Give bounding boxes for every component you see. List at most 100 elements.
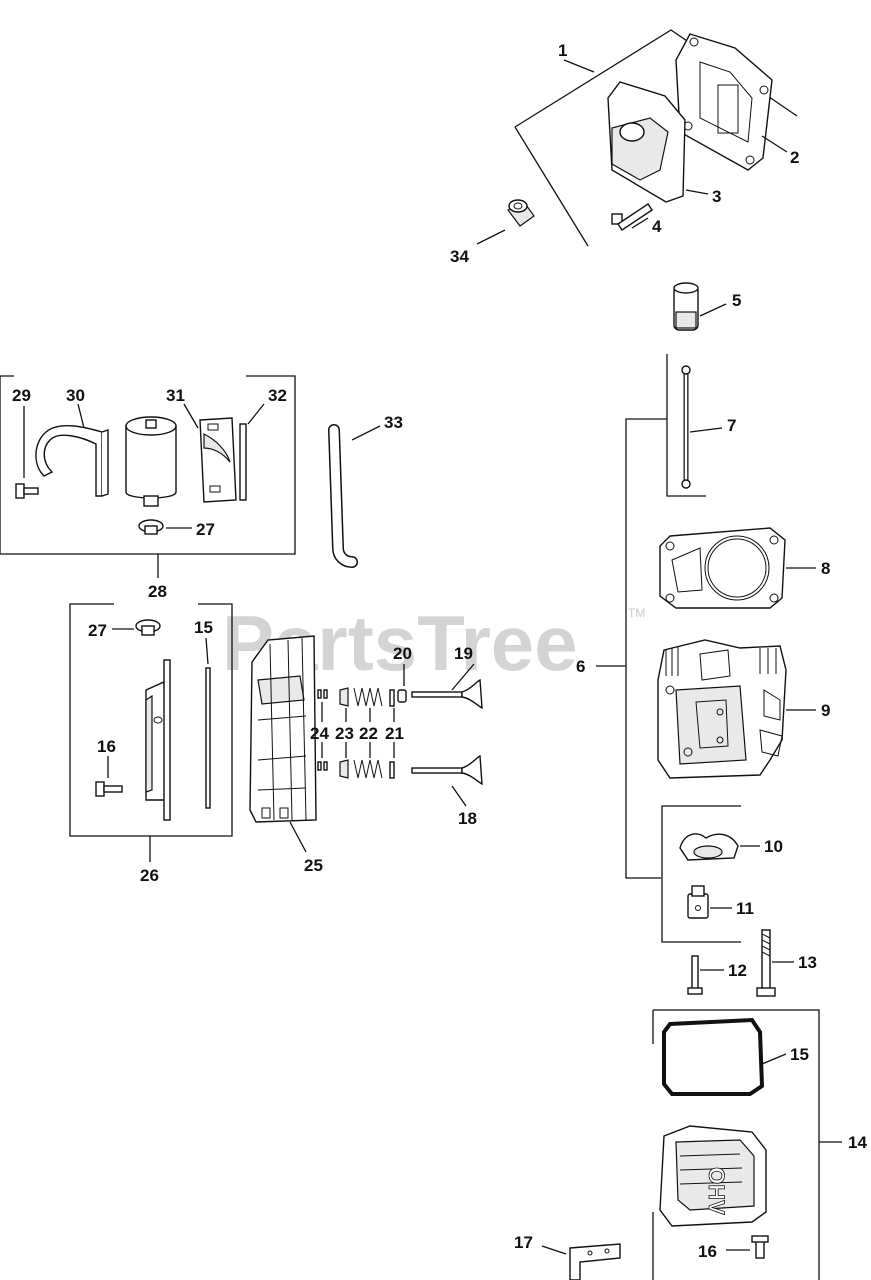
valve-cover-gasket[interactable] <box>662 1017 765 1096</box>
valve-cover-screw[interactable] <box>751 1235 769 1259</box>
head-gasket[interactable] <box>659 527 786 609</box>
valve-stem-seals[interactable] <box>389 689 395 779</box>
callout-31[interactable]: 31 <box>166 386 185 405</box>
valve-cap[interactable] <box>397 689 407 703</box>
callout-2[interactable]: 2 <box>790 148 799 167</box>
callout-15b[interactable]: 15 <box>790 1045 809 1064</box>
callout-20[interactable]: 20 <box>393 644 412 663</box>
callout-16a[interactable]: 16 <box>97 737 116 756</box>
valve-cover-logo: OHV <box>704 1167 729 1215</box>
mounting-bracket[interactable] <box>569 1243 621 1280</box>
callout-3[interactable]: 3 <box>712 187 721 206</box>
valve-cover[interactable]: OHV <box>659 1125 767 1227</box>
breather-cover[interactable] <box>607 81 686 203</box>
breather-hose[interactable] <box>328 424 358 568</box>
callout-25[interactable]: 25 <box>304 856 323 875</box>
breather-cover-group: 1 2 3 4 34 <box>450 29 799 266</box>
callout-18[interactable]: 18 <box>458 809 477 828</box>
rocker-arm[interactable] <box>679 833 739 861</box>
callout-19[interactable]: 19 <box>454 644 473 663</box>
bushing[interactable] <box>507 199 535 227</box>
callout-9[interactable]: 9 <box>821 701 830 720</box>
group-bracket-26 <box>69 603 233 837</box>
valve-train-group: 25 24 23 22 <box>249 635 483 875</box>
leader-15b <box>761 1053 787 1065</box>
callout-33[interactable]: 33 <box>384 413 403 432</box>
canister-screw[interactable] <box>15 483 39 499</box>
spring-retainers[interactable] <box>339 687 349 779</box>
callout-27b[interactable]: 27 <box>88 621 107 640</box>
group-bracket-28 <box>0 375 296 555</box>
exhaust-valve[interactable] <box>411 754 483 786</box>
canister-clamp[interactable] <box>35 424 109 497</box>
breather-screw-16[interactable] <box>95 781 123 797</box>
head-side-view[interactable] <box>249 635 317 823</box>
callout-7[interactable]: 7 <box>727 416 736 435</box>
group-bracket-1-left <box>514 126 589 247</box>
fuel-canister[interactable] <box>125 416 177 507</box>
leader-19 <box>451 663 475 691</box>
leader-18 <box>451 785 467 807</box>
leader-4 <box>631 217 649 229</box>
leader-30 <box>77 403 85 429</box>
callout-5[interactable]: 5 <box>732 291 741 310</box>
leader-17 <box>541 1245 567 1255</box>
head-bolt[interactable] <box>756 929 776 997</box>
watermark-trademark: TM <box>628 606 645 620</box>
leader-33 <box>351 425 381 441</box>
callout-10[interactable]: 10 <box>764 837 783 856</box>
canister-gasket[interactable] <box>239 423 247 501</box>
push-rod[interactable] <box>681 365 691 489</box>
callout-4[interactable]: 4 <box>652 217 662 236</box>
callout-13[interactable]: 13 <box>798 953 817 972</box>
valve-springs[interactable] <box>353 687 383 779</box>
callout-28[interactable]: 28 <box>148 582 167 601</box>
rocker-stud[interactable] <box>687 955 703 995</box>
canister-group: 28 29 30 31 <box>0 375 296 601</box>
cylinder-head-group: 5 6 7 8 <box>576 282 830 997</box>
callout-23[interactable]: 23 <box>335 724 354 743</box>
pushrod-bracket <box>666 354 706 497</box>
callout-26[interactable]: 26 <box>140 866 159 885</box>
intake-valve[interactable] <box>411 678 483 710</box>
breather-cover-plate[interactable] <box>145 659 171 821</box>
group-bracket-6 <box>625 418 667 879</box>
group-bracket-14 <box>653 1009 820 1280</box>
callout-11[interactable]: 11 <box>736 899 754 918</box>
callout-8[interactable]: 8 <box>821 559 830 578</box>
breather-screw[interactable] <box>611 203 653 231</box>
breather-plug[interactable] <box>135 619 161 636</box>
canister-plug[interactable] <box>138 519 164 535</box>
leader-32 <box>247 403 265 425</box>
breather-assembly-group: 26 27 15 16 <box>69 603 233 885</box>
callout-34[interactable]: 34 <box>450 247 469 266</box>
callout-29[interactable]: 29 <box>12 386 31 405</box>
cylinder-head[interactable] <box>657 639 787 779</box>
callout-27a[interactable]: 27 <box>196 520 215 539</box>
callout-17[interactable]: 17 <box>514 1233 533 1252</box>
callout-21[interactable]: 21 <box>385 724 404 743</box>
callout-24[interactable]: 24 <box>310 724 329 743</box>
canister-bracket[interactable] <box>199 417 237 503</box>
callout-14[interactable]: 14 <box>848 1133 867 1152</box>
callout-32[interactable]: 32 <box>268 386 287 405</box>
breather-gasket[interactable] <box>675 33 773 171</box>
callout-6[interactable]: 6 <box>576 657 585 676</box>
callout-12[interactable]: 12 <box>728 961 747 980</box>
rocker-bracket <box>661 805 741 943</box>
leader-5 <box>699 303 727 317</box>
valve-keepers[interactable] <box>317 689 328 771</box>
breather-gasket-strip[interactable] <box>205 667 211 809</box>
leader-1 <box>563 59 595 73</box>
callout-22[interactable]: 22 <box>359 724 378 743</box>
rocker-pivot[interactable] <box>687 885 709 919</box>
callout-16b[interactable]: 16 <box>698 1242 717 1261</box>
valve-tappet[interactable] <box>673 282 699 331</box>
leader-2 <box>761 135 788 153</box>
callout-15a[interactable]: 15 <box>194 618 213 637</box>
callout-1[interactable]: 1 <box>558 41 567 60</box>
callout-30[interactable]: 30 <box>66 386 85 405</box>
valve-cover-group: 14 15 OHV 16 17 <box>514 1009 867 1280</box>
leader-31 <box>183 403 199 429</box>
